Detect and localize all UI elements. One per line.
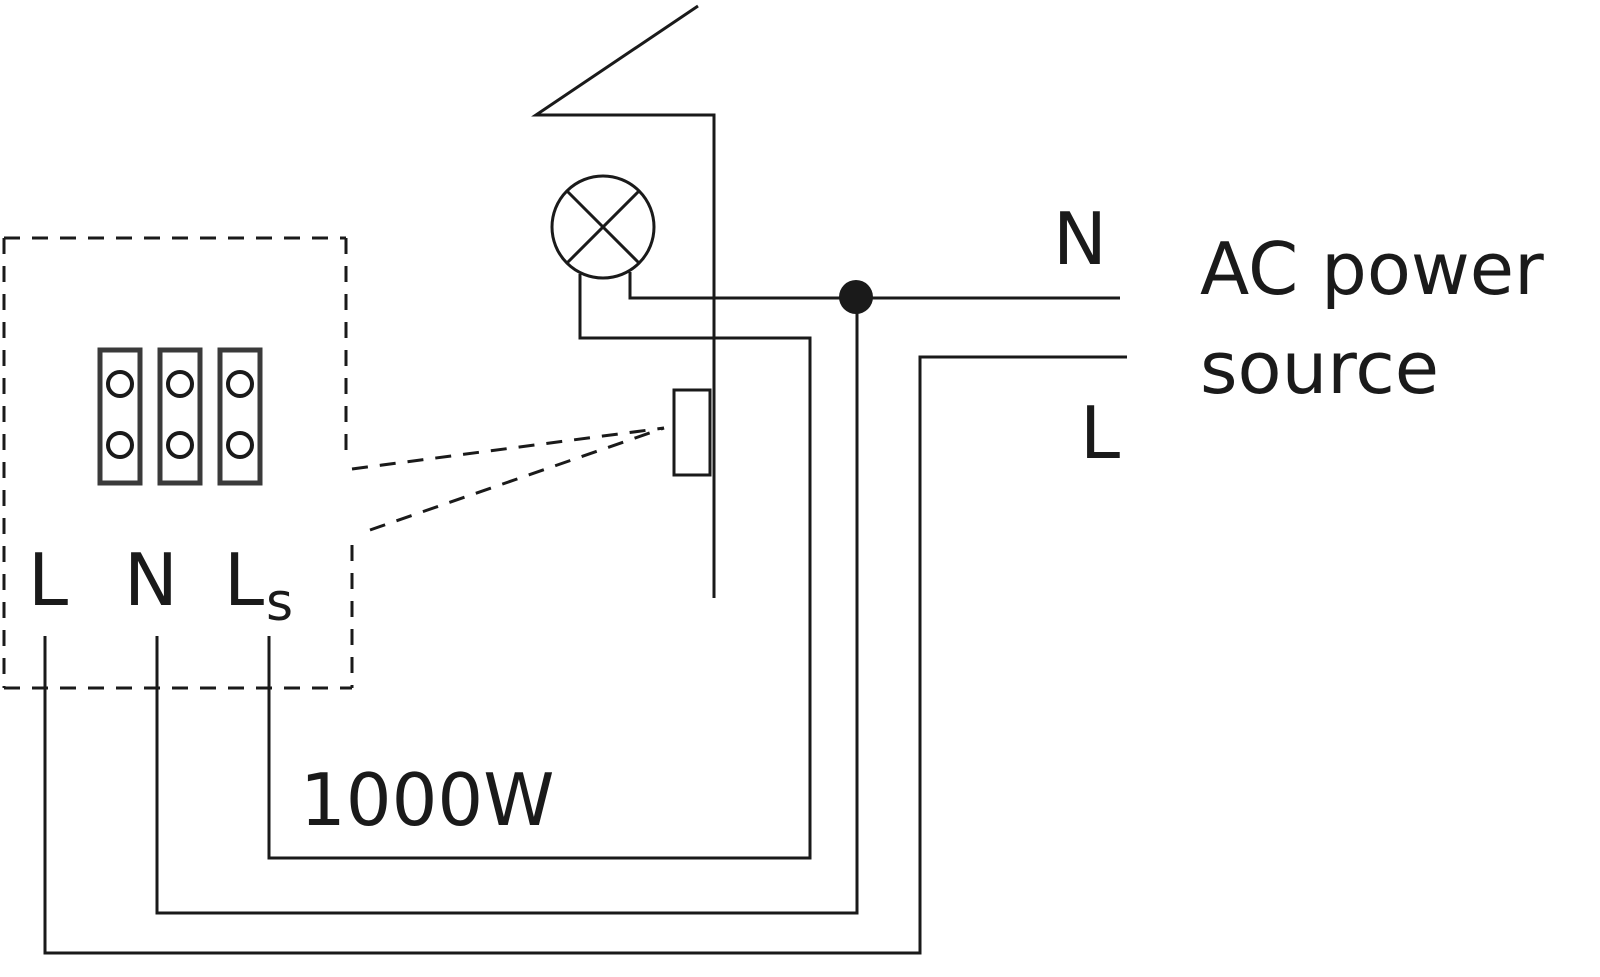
terminal-strip-1: [97, 347, 143, 486]
source-title-line2: source: [1200, 326, 1439, 410]
source-neutral-label: N: [1053, 197, 1107, 281]
terminal-strip-2: [157, 347, 203, 486]
fixture-housing: [531, 4, 716, 598]
terminal-label-l: L: [28, 538, 68, 622]
junction-dot: [839, 280, 873, 314]
source-title-line1: AC power: [1200, 227, 1544, 311]
sensor-link-lines: [351, 426, 665, 532]
terminal-block: [97, 347, 263, 486]
wiring: [43, 272, 1127, 955]
terminal-label-ls-subscript: s: [266, 573, 293, 633]
controller-enclosure: [2, 236, 354, 690]
sensor: [672, 388, 712, 477]
terminal-label-ls: L: [224, 538, 264, 622]
lamp-icon: [550, 174, 656, 280]
neutral-wire: [155, 298, 859, 915]
lamp-neutral-wire: [628, 272, 1120, 300]
load-rating-label: 1000W: [300, 758, 554, 842]
line-wire: [43, 355, 1127, 955]
terminal-strip-3: [217, 347, 263, 486]
terminal-label-n: N: [124, 538, 178, 622]
lamp-switched-wire: [267, 274, 812, 860]
source-line-label: L: [1080, 391, 1120, 475]
